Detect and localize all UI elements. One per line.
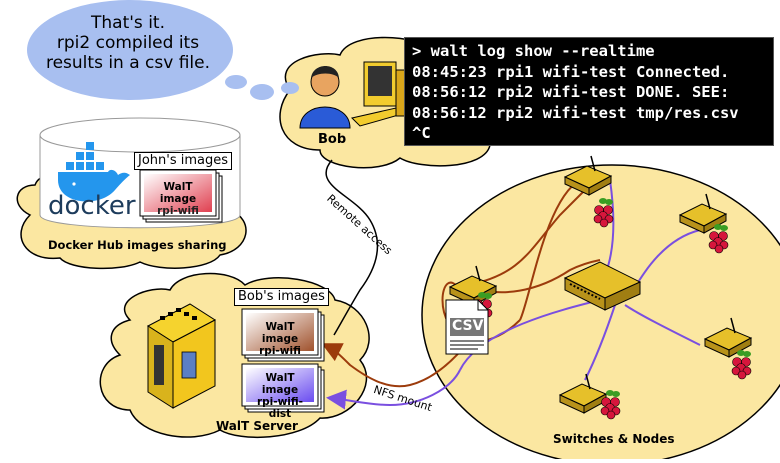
bubble-line-1: That's it. — [91, 13, 165, 33]
johns-images-label: John's images — [134, 152, 233, 170]
csv-file-icon — [445, 299, 489, 355]
nfs-link-brown — [321, 339, 471, 388]
server-image-card-1: WalT image rpi-wifi — [246, 321, 314, 357]
computer-icon — [351, 61, 406, 127]
remote-access-link — [325, 159, 379, 336]
terminal-line-4: 08:56:12 rpi2 wifi-test tmp/res.csv — [412, 103, 739, 122]
bubble-line-3: results in a csv file. — [45, 53, 211, 73]
docker-hub-caption: Docker Hub images sharing — [48, 238, 227, 252]
server-card2-line-1: WalT image — [261, 372, 299, 396]
docker-whale-icon — [58, 142, 130, 202]
walt-server-caption: WalT Server — [216, 419, 298, 433]
terminal-line-3: 08:56:12 rpi2 wifi-test DONE. SEE: — [412, 83, 730, 101]
docker-image-stack — [139, 169, 223, 223]
bubble-line-2: rpi2 compiled its — [56, 33, 200, 53]
server-card1-line-1: WalT image — [261, 321, 299, 345]
docker-logo-text: docker — [48, 191, 136, 221]
bobs-images-label: Bob's images — [234, 288, 329, 306]
docker-card-line-2: rpi-wifi — [157, 205, 199, 217]
docker-image-card: WalT image rpi-wifi — [144, 181, 212, 217]
docker-card-line-1: WalT image — [159, 181, 197, 205]
server-card1-line-2: rpi-wifi — [259, 345, 301, 357]
terminal-line-5: ^C — [412, 124, 431, 142]
switches-nodes-caption: Switches & Nodes — [553, 432, 675, 446]
switch-icon — [563, 261, 642, 311]
server-image-stack-1 — [241, 308, 325, 362]
speech-bubble-text: That's it. rpi2 compiled its results in … — [28, 13, 228, 73]
terminal-window: > walt log show --realtime 08:45:23 rpi1… — [404, 37, 774, 146]
csv-label: CSV — [452, 318, 484, 334]
server-card2-line-2: rpi-wifi-dist — [256, 396, 304, 420]
terminal-line-2: 08:45:23 rpi1 wifi-test Connected. — [412, 62, 730, 81]
bob-label: Bob — [318, 132, 347, 147]
nodes-cloud — [421, 164, 780, 463]
server-image-stack-2 — [241, 363, 325, 413]
server-image-card-2: WalT image rpi-wifi-dist — [246, 372, 314, 420]
bob-icon — [299, 66, 351, 129]
nfs-link-purple — [326, 369, 461, 410]
terminal-line-1: > walt log show --realtime — [412, 42, 655, 60]
server-icon — [147, 303, 216, 409]
speech-bubble — [27, 0, 299, 100]
